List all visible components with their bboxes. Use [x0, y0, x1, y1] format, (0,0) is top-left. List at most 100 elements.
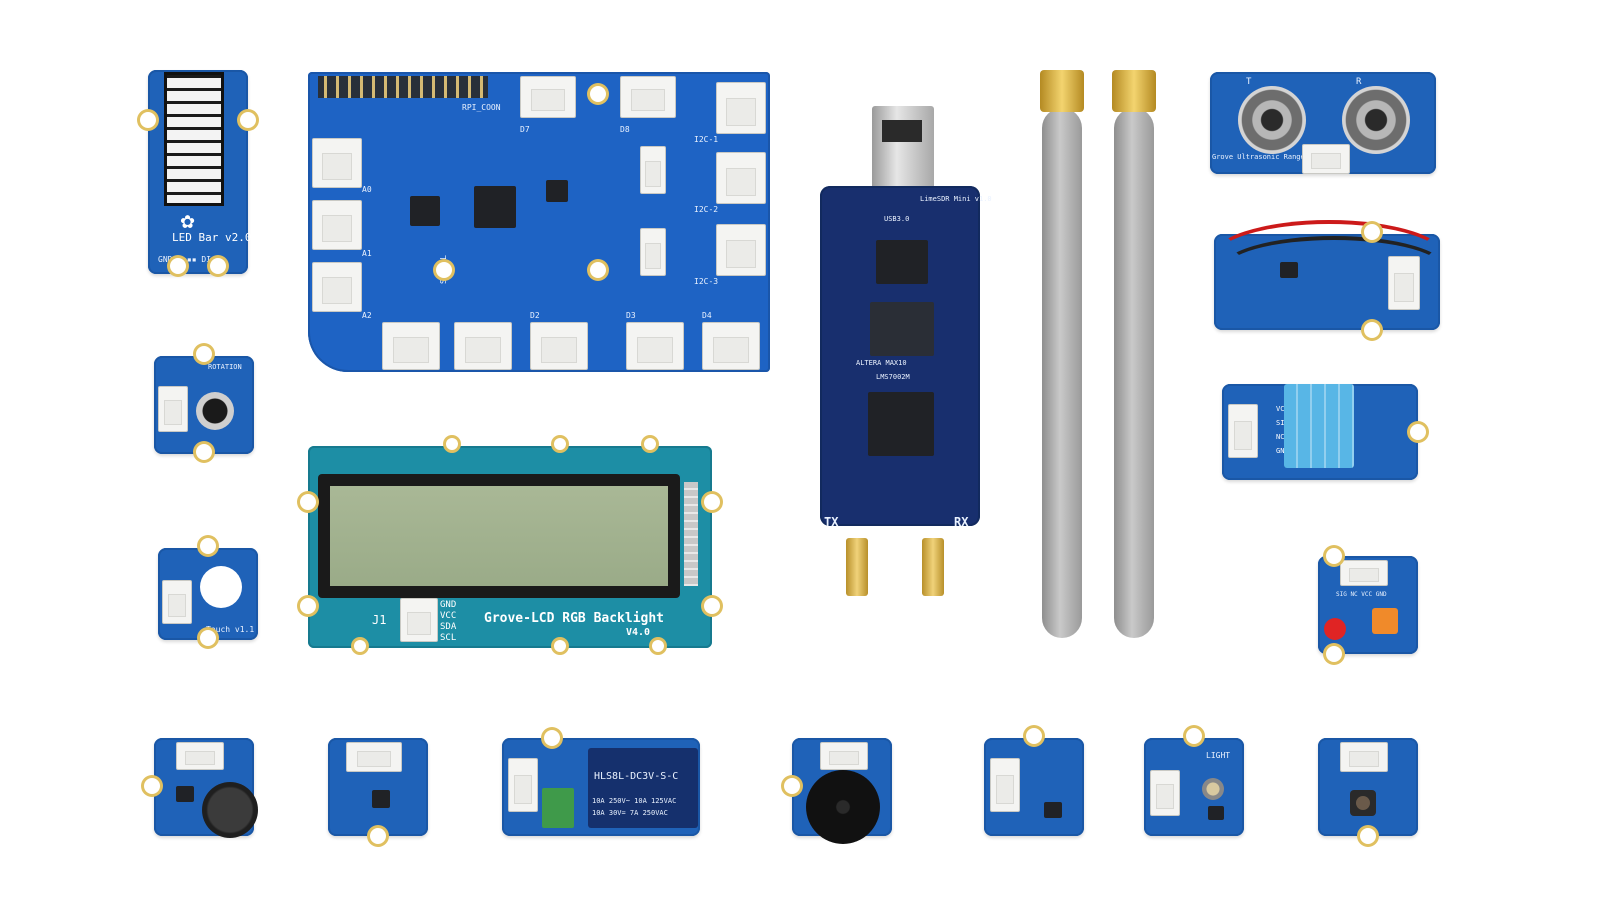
grove-port-a2 — [312, 262, 362, 312]
mount-hole — [200, 538, 216, 554]
grove-port — [1388, 256, 1420, 310]
usb-controller-chip — [876, 240, 928, 284]
shield-chip — [410, 196, 440, 226]
mount-hole — [1410, 424, 1426, 440]
mount-hole — [1364, 224, 1380, 240]
port-label: I2C-2 — [694, 205, 719, 214]
ultrasonic-receiver — [1342, 86, 1410, 154]
grove-port-d7 — [520, 76, 576, 118]
dht-pin-labels: VCC SIG NC GND — [1276, 402, 1289, 458]
sdr-rf-label: LMS7002M — [876, 373, 910, 381]
grove-port-d8 — [620, 76, 676, 118]
sdr-usb-label: USB3.0 — [884, 215, 910, 223]
pin-label: SDA — [440, 622, 457, 632]
mount-hole — [144, 778, 160, 794]
mount-hole — [644, 438, 656, 450]
pin-label: VCC — [1276, 405, 1289, 413]
grove-port — [990, 758, 1020, 812]
grove-port — [820, 742, 868, 770]
sensor-chip — [1044, 802, 1062, 818]
mount-hole — [300, 598, 316, 614]
mount-hole — [554, 438, 566, 450]
lcd-connector-label: J1 — [372, 613, 387, 627]
pin-label: NC — [1276, 433, 1285, 441]
dht-sensor — [1284, 384, 1354, 468]
antenna-left-sma — [1040, 70, 1084, 112]
mount-hole — [300, 494, 316, 510]
mount-hole — [196, 346, 212, 362]
port-label: A2 — [362, 311, 372, 320]
grove-port — [158, 386, 188, 432]
ultrasonic-label: Grove Ultrasonic Ranger V2.0 — [1212, 153, 1331, 161]
grove-port-d5 — [640, 146, 666, 194]
mount-hole — [1364, 322, 1380, 338]
touch-pad-icon — [200, 566, 242, 608]
grove-port-a1 — [312, 200, 362, 250]
grove-port-d6 — [640, 228, 666, 276]
red-led — [1324, 618, 1346, 640]
grove-port-uart — [454, 322, 512, 370]
led-bar-segments — [164, 72, 224, 206]
mount-hole — [240, 112, 256, 128]
grove-port-lcd — [400, 598, 438, 642]
rx-sma-connector — [922, 538, 944, 596]
limesdr-mini-board: LimeSDR Mini v1.0 USB3.0 ALTERA MAX10 LM… — [820, 186, 992, 529]
relay-component: HLS8L-DC3V-S-C 10A 250V~ 10A 125VAC 10A … — [588, 748, 698, 828]
relay-model: HLS8L-DC3V-S-C — [594, 771, 679, 782]
lcd-title: Grove-LCD RGB Backlight — [484, 611, 665, 626]
sensor-chip — [1208, 806, 1224, 820]
mount-hole — [554, 640, 566, 652]
grove-port-pwm — [382, 322, 440, 370]
black-wire — [1220, 236, 1448, 304]
lcd-screen — [330, 486, 668, 586]
grove-port — [162, 580, 192, 624]
pin-label: SIG — [1276, 419, 1289, 427]
us-r-label: R — [1356, 77, 1362, 87]
mount-hole — [1326, 548, 1342, 564]
grove-port-d3 — [626, 322, 684, 370]
grove-port-i2c-3 — [716, 224, 766, 276]
port-label: D3 — [626, 311, 636, 320]
photoresistor — [1202, 778, 1224, 800]
mount-hole — [1026, 728, 1042, 744]
sdr-fpga-label: ALTERA MAX10 — [856, 359, 907, 367]
fpga-chip — [870, 302, 934, 356]
rotation-label: ROTATION — [208, 363, 242, 371]
port-label: D7 — [520, 125, 530, 134]
pin-label: GND — [440, 600, 457, 610]
rf-transceiver-chip — [868, 392, 934, 456]
mount-hole — [784, 778, 800, 794]
sdr-rx-label: RX — [954, 515, 969, 529]
shield-regulator-chip — [546, 180, 568, 202]
mount-hole — [370, 828, 386, 844]
amp-chip — [176, 786, 194, 802]
grove-port — [508, 758, 538, 812]
grove-port — [346, 742, 402, 772]
mount-hole — [354, 640, 366, 652]
relay-rating: 10A 250V~ 10A 125VAC — [592, 797, 677, 805]
screw-terminal — [542, 788, 574, 828]
grove-port — [1340, 560, 1388, 586]
grove-port-d2 — [530, 322, 588, 370]
port-label: I2C-3 — [694, 277, 719, 286]
touch-label: Touch v1.1 — [206, 625, 255, 634]
mount-hole — [1360, 828, 1376, 844]
grove-port — [1150, 770, 1180, 816]
mount-hole — [590, 86, 606, 102]
tx-sma-connector — [846, 538, 868, 596]
lcd-pin-labels: GND VCC SDA SCL — [440, 600, 456, 644]
port-label: A0 — [362, 185, 372, 194]
mount-hole — [590, 262, 606, 278]
mount-hole — [544, 730, 560, 746]
mount-hole — [170, 258, 186, 274]
pin-label: GND — [1276, 447, 1289, 455]
shield-mcu-chip — [474, 186, 516, 228]
usb-plug — [872, 106, 934, 198]
push-button-cap — [1356, 796, 1370, 810]
mount-hole — [1326, 646, 1342, 662]
red-wire — [1210, 220, 1448, 298]
antenna-right — [1114, 108, 1154, 638]
led-trim-potentiometer — [1372, 608, 1398, 634]
lcd-version: V4.0 — [626, 627, 651, 638]
mount-hole — [200, 630, 216, 646]
